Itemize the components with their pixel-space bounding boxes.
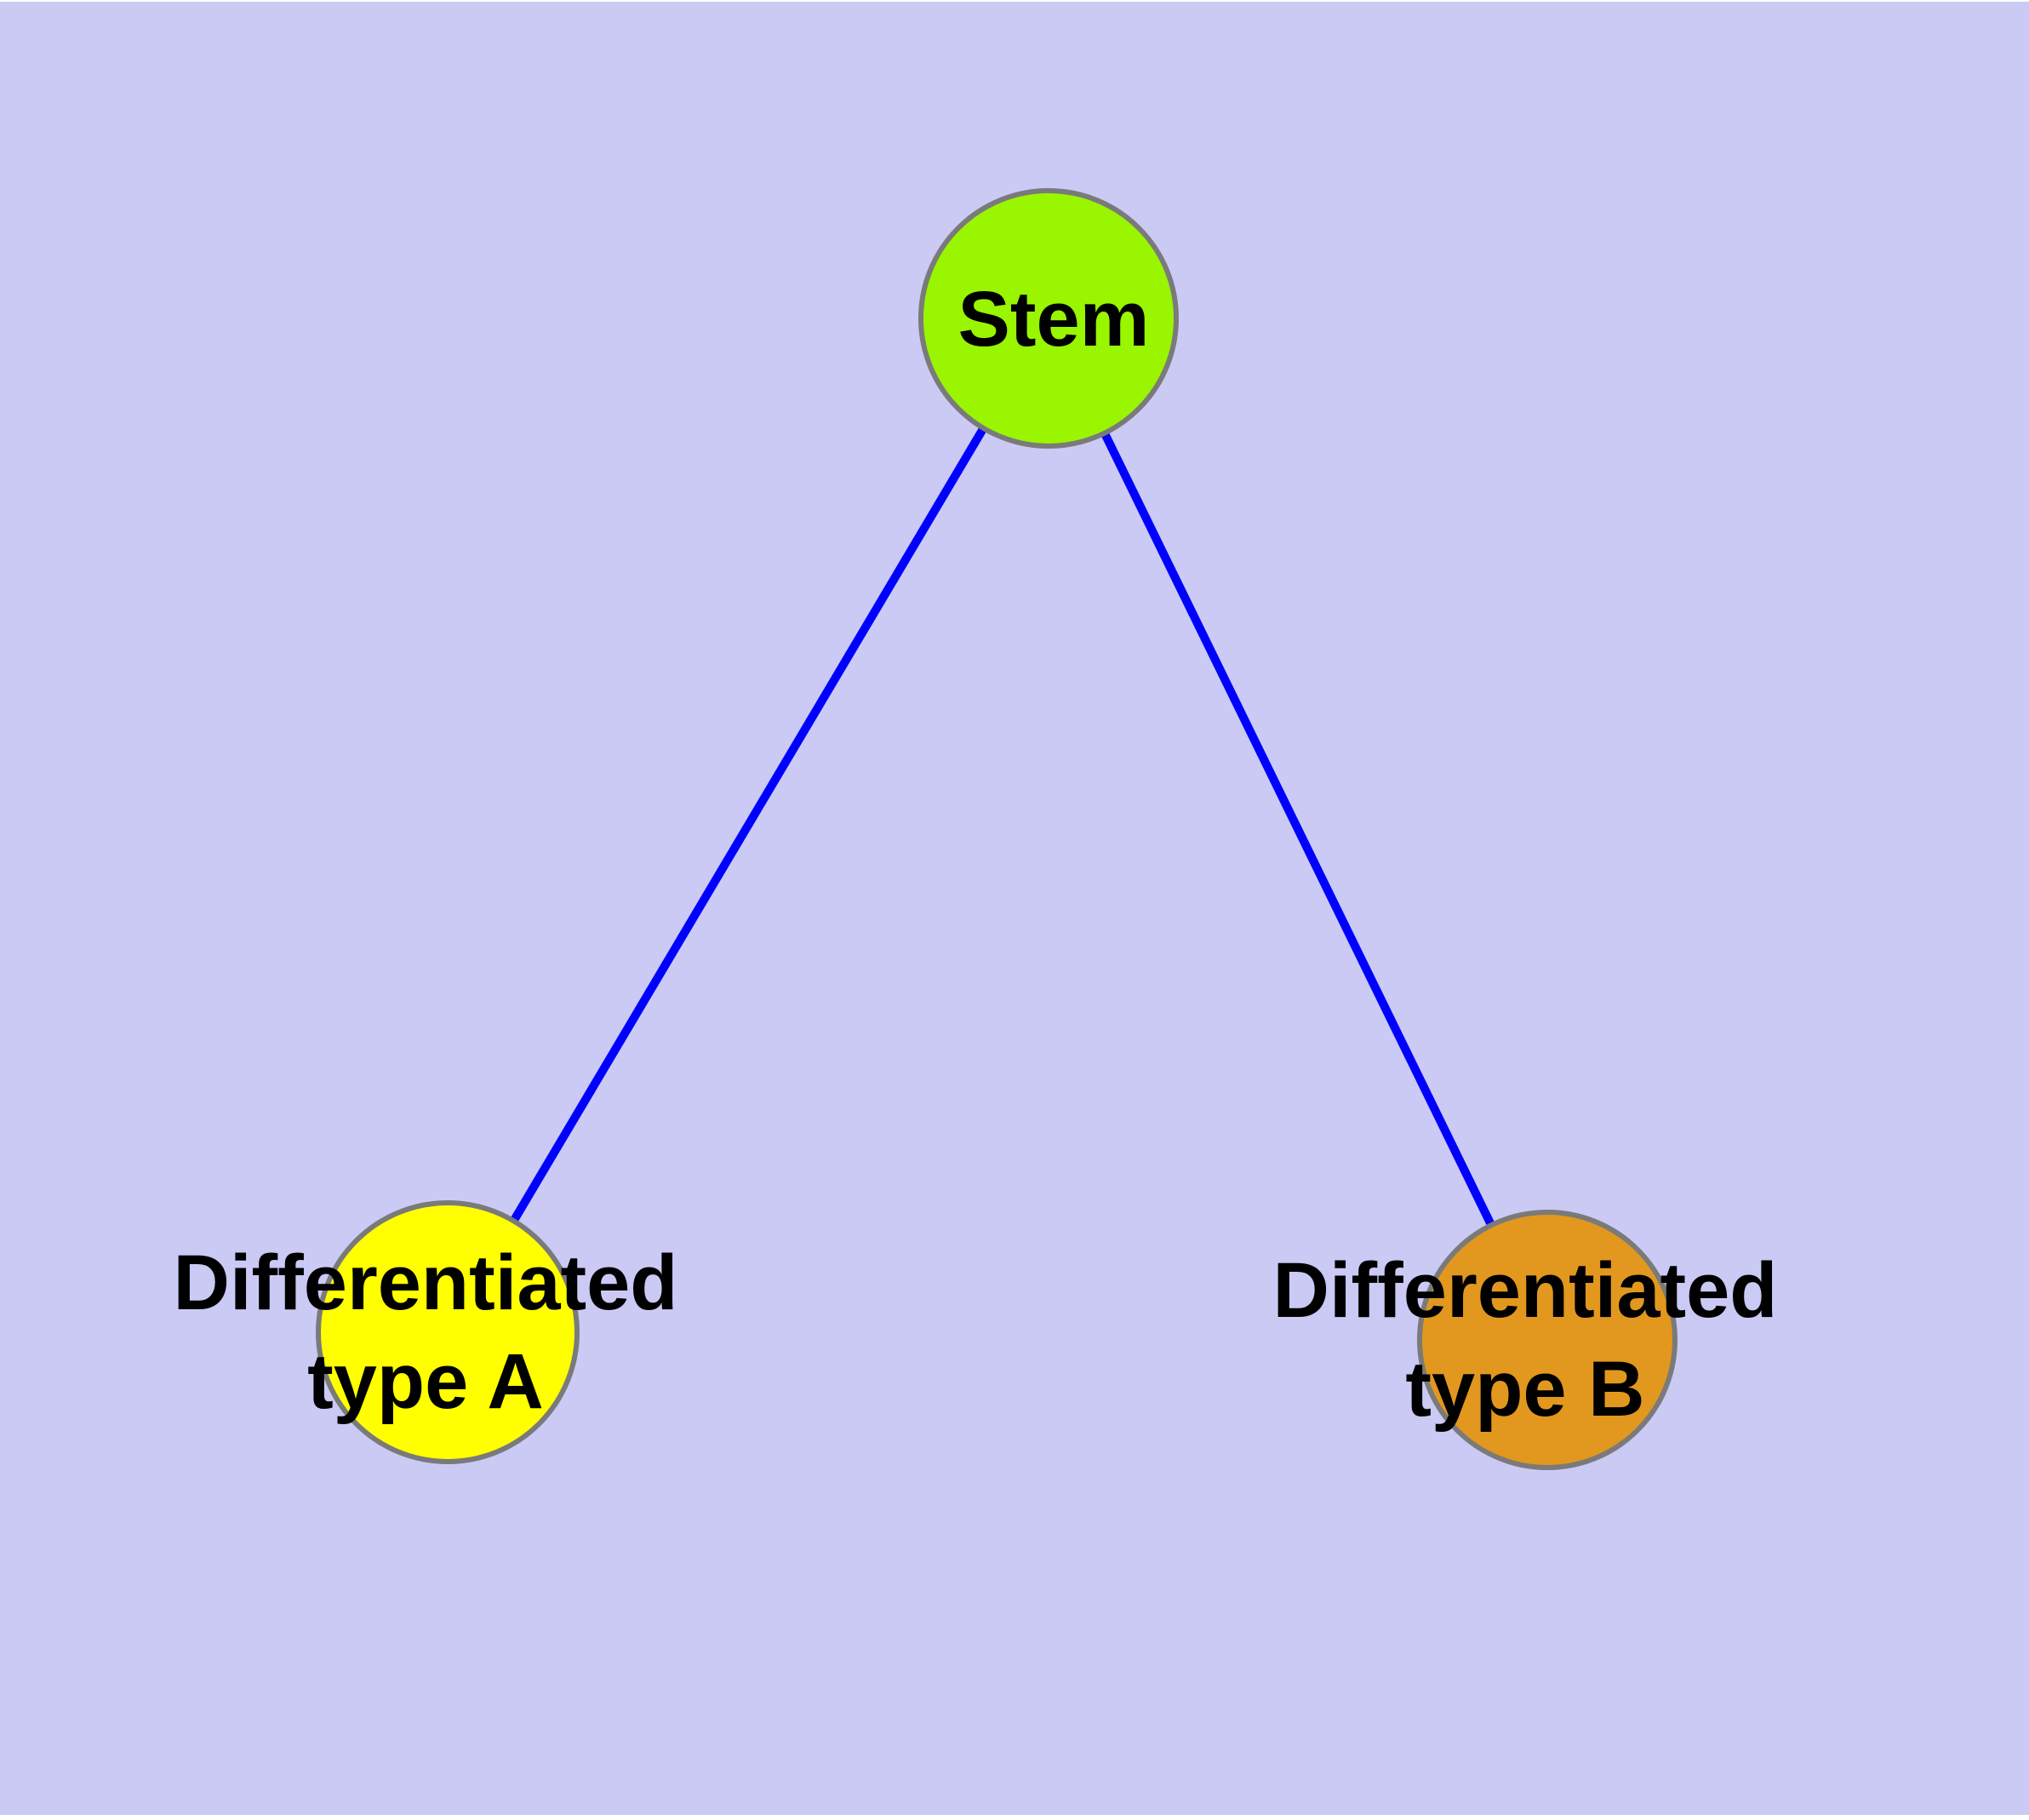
node-differentiated-type-b-label-line2: type B bbox=[1405, 1346, 1644, 1433]
node-differentiated-type-a-label-line1: Differentiated bbox=[174, 1239, 678, 1326]
node-differentiated-type-a-label-line2: type A bbox=[307, 1338, 544, 1425]
edge-stem-to-type-b bbox=[1044, 316, 1552, 1342]
node-stem bbox=[918, 188, 1179, 449]
edge-stem-to-type-a bbox=[443, 316, 1053, 1335]
node-differentiated-type-a bbox=[316, 1200, 580, 1464]
node-differentiated-type-b-label-line1: Differentiated bbox=[1273, 1247, 1778, 1334]
node-stem-label: Stem bbox=[958, 276, 1150, 363]
node-differentiated-type-b bbox=[1417, 1210, 1677, 1470]
